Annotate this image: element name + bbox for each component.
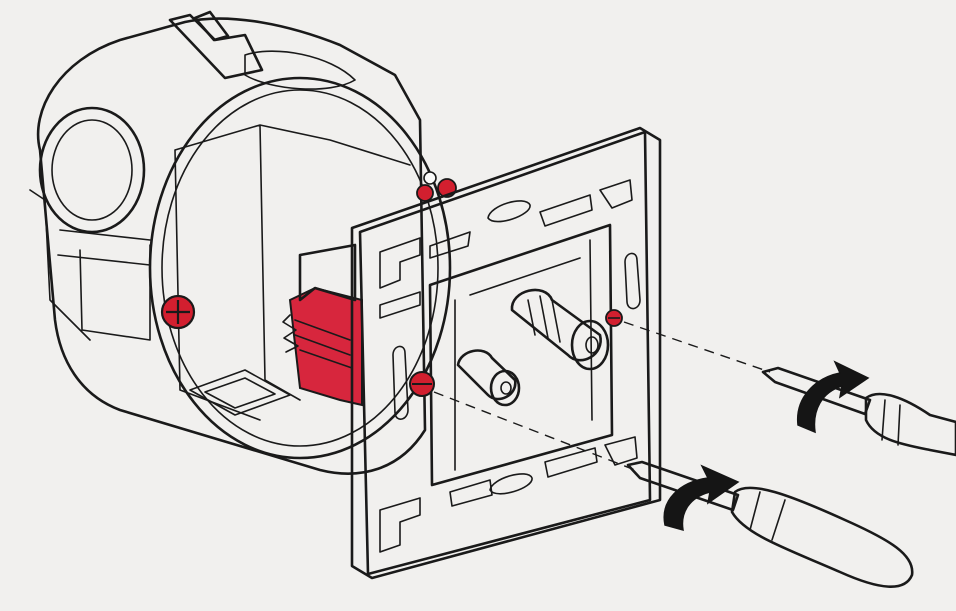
box-top-tab-2 (193, 10, 230, 42)
rotation-arrow-lower (663, 464, 740, 532)
frame-face (358, 130, 652, 576)
frame-bracket-lines (454, 239, 593, 471)
frame-slot-bottom (489, 473, 533, 495)
coax-connector-large (510, 288, 610, 371)
connector-large-face (570, 319, 610, 371)
box-body (36, 17, 427, 475)
connector-small-core (500, 381, 512, 395)
screwdriver-upper (761, 360, 956, 457)
frame-screw-left (409, 371, 435, 397)
frame-top-details (379, 179, 633, 319)
rim-screw-top (416, 171, 457, 202)
flush-mounting-box (29, 10, 457, 475)
rim-screw-top-a (416, 184, 434, 202)
rim-screw-left-slot (166, 300, 190, 324)
connector-large-ridges (527, 295, 561, 343)
connector-small-body (456, 349, 517, 401)
frame-keyhole-right (624, 252, 641, 310)
screwdriver-upper-grip (881, 399, 901, 446)
frame-keyhole-left (392, 345, 409, 420)
box-top-tab (168, 13, 264, 80)
box-bottom-grid (189, 369, 291, 416)
connector-small-face (489, 369, 521, 407)
frame-bottom-details (379, 436, 638, 553)
screwdriver-lower (626, 460, 914, 588)
alignment-lines (433, 321, 771, 471)
box-front-rim-inner (161, 89, 439, 447)
support-frame (350, 126, 662, 580)
box-interior (174, 124, 411, 421)
rim-screw-left (160, 294, 196, 330)
frame-window (428, 223, 614, 487)
box-knockout-side (244, 50, 356, 90)
mechanism-teeth (282, 314, 353, 369)
screwdriver-lower-handle (730, 486, 914, 588)
frame-slot-top (487, 200, 531, 223)
box-knockout-rear (38, 106, 146, 234)
mechanism-sidewall (298, 243, 357, 302)
screwdriver-upper-handle (864, 392, 956, 457)
dash-line-lower (433, 391, 636, 471)
screwdriver-lower-grip (749, 491, 786, 541)
connector-large-core (585, 336, 599, 354)
screwdriver-upper-tip (761, 366, 872, 416)
clamping-mechanism (282, 243, 363, 407)
frame-edge (350, 126, 662, 580)
coax-connector-small (456, 349, 521, 407)
box-ribs (29, 189, 151, 341)
screwdriver-lower-tip (626, 460, 740, 512)
rotation-arrow-upper (797, 360, 870, 434)
box-knockout-rear-inner (51, 119, 133, 221)
rim-screw-top-ring (423, 171, 437, 185)
frame-screw-right (605, 309, 623, 327)
dash-line-upper (623, 321, 771, 373)
